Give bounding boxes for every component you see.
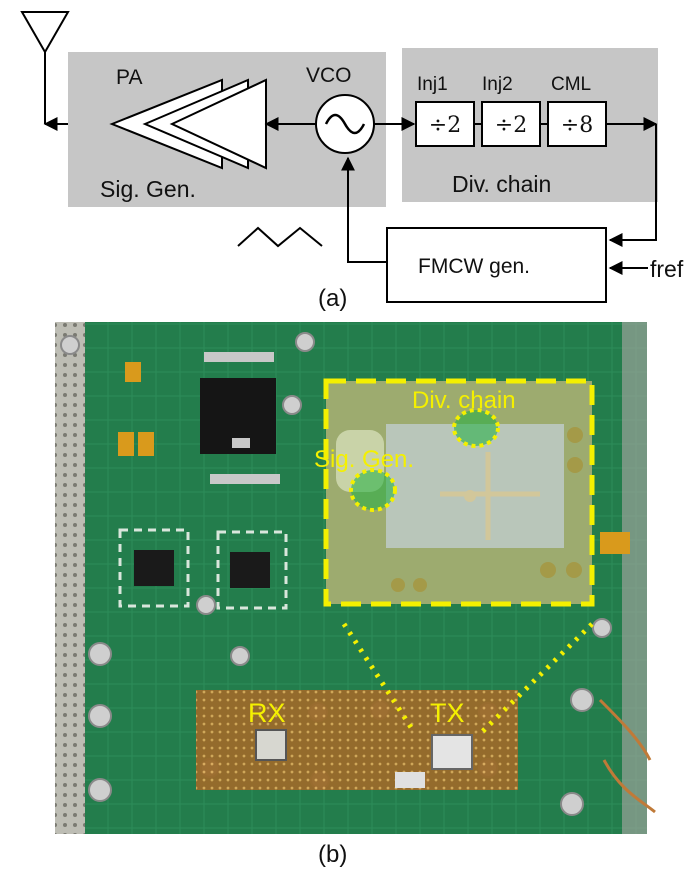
fmcw-triangle-waveform-icon	[237, 226, 323, 248]
caption-a: (a)	[318, 285, 347, 312]
chip-soic-right	[230, 552, 270, 588]
chip-soic-left	[134, 550, 174, 586]
photo-sig-gen-label: Sig. Gen.	[314, 446, 414, 473]
tx-chip	[431, 734, 473, 770]
divider-inj1-ratio: ÷2	[429, 113, 461, 138]
block-diagram: Sig. Gen. PA VCO Div. chain Inj1 Inj2 CM…	[20, 11, 684, 312]
sig-gen-highlight	[349, 468, 397, 512]
pcb-photo: Div. chain Sig. Gen. RX TX	[55, 322, 656, 834]
photo-rx-label: RX	[248, 698, 286, 728]
cml-label: CML	[551, 74, 591, 95]
photo-tx-label: TX	[430, 698, 465, 728]
sig-gen-label: Sig. Gen.	[100, 176, 196, 202]
divider-cml-ratio: ÷8	[561, 113, 593, 138]
fmcw-gen-label: FMCW gen.	[418, 255, 530, 278]
inj1-label: Inj1	[417, 74, 448, 95]
zoom-outline	[323, 378, 595, 607]
caption-b: (b)	[318, 841, 347, 868]
div-chain-highlight	[452, 408, 500, 448]
divider-cml	[547, 101, 607, 147]
divider-inj2	[481, 101, 541, 147]
pa-label: PA	[116, 66, 142, 89]
vco-oscillator-icon	[315, 94, 375, 154]
fref-label: fref	[650, 256, 684, 282]
fmcw-gen-block	[386, 227, 607, 303]
div-chain-label: Div. chain	[452, 171, 551, 197]
inj2-label: Inj2	[482, 74, 513, 95]
vco-label: VCO	[306, 64, 352, 87]
photo-div-chain-label: Div. chain	[412, 387, 516, 414]
pcb-edge-strip	[55, 322, 85, 834]
divider-inj2-ratio: ÷2	[495, 113, 527, 138]
